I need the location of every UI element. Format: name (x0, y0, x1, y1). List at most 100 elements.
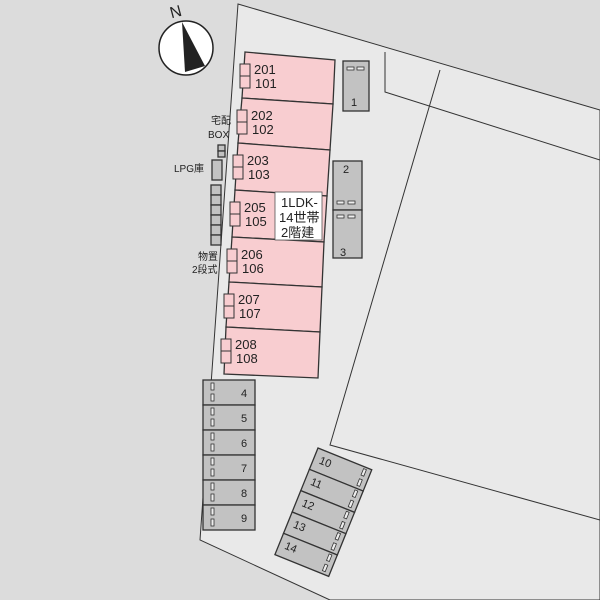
parking-number: 9 (241, 513, 247, 525)
wheel-stop (334, 532, 342, 541)
wheel-stop (210, 407, 215, 416)
unit-number-lower: 108 (236, 351, 258, 366)
entrance-upper (236, 109, 248, 123)
storage-sheds (210, 184, 222, 246)
wheel-stop (321, 563, 329, 573)
parking-space-14[interactable]: 14 (274, 532, 339, 578)
parking-number: 4 (241, 388, 247, 400)
parking-space-12[interactable]: 12 (291, 489, 356, 535)
delivery-box-label-2: BOX (208, 130, 229, 141)
wheel-stop (356, 66, 365, 71)
parking-number: 3 (340, 247, 346, 259)
wheel-stop (347, 499, 355, 509)
building-info-type: 1LDK- (281, 195, 318, 210)
lot-boundary-east (329, 69, 600, 521)
building-info-households: 14世帯 (279, 210, 319, 225)
storage-shed (210, 224, 222, 236)
entrance-upper (226, 248, 238, 262)
entrance-lower (229, 213, 241, 227)
entrance-lower (239, 75, 251, 89)
parking-number: 14 (283, 540, 299, 556)
wheel-stop (351, 489, 359, 499)
unit-number-lower: 105 (245, 214, 267, 229)
entrance-lower (223, 305, 235, 319)
parking-space-5[interactable]: 5 (202, 404, 256, 431)
building-info-floors: 2階建 (281, 225, 314, 240)
parking-space-7[interactable]: 7 (202, 454, 256, 481)
entrance-upper (220, 338, 232, 352)
parking-space-9[interactable]: 9 (202, 504, 256, 531)
wheel-stop (210, 382, 215, 391)
wheel-stop (326, 553, 333, 563)
parking-number: 1 (351, 97, 357, 109)
parking-space-6[interactable]: 6 (202, 429, 256, 456)
parking-number: 13 (291, 519, 307, 535)
parking-number: 10 (317, 455, 333, 471)
delivery-box-label-1: 宅配 (211, 114, 231, 127)
parking-space-2[interactable]: 2 (332, 160, 363, 211)
wheel-stop (210, 507, 215, 516)
wheel-stop (210, 482, 215, 491)
storage-label-2: 2段式 (192, 263, 218, 276)
wheel-stop (210, 418, 215, 427)
storage-shed (210, 204, 222, 216)
parking-space-8[interactable]: 8 (202, 479, 256, 506)
entrance-upper (239, 63, 251, 77)
parking-space-1[interactable]: 1 (342, 60, 370, 112)
north-compass-icon: N (158, 3, 214, 76)
parking-space-10[interactable]: 10 (308, 447, 373, 492)
parking-space-4[interactable]: 4 (202, 379, 256, 406)
lpg-storage-label: LPG庫 (174, 162, 204, 175)
wheel-stop (210, 443, 215, 452)
entrance-lower (220, 350, 232, 364)
wheel-stop (210, 518, 215, 527)
storage-shed (210, 214, 222, 226)
unit-number-upper: 206 (241, 247, 263, 262)
parking-number: 2 (343, 164, 349, 176)
parking-number: 8 (241, 488, 247, 500)
storage-shed (210, 234, 222, 246)
parking-slot (342, 60, 370, 112)
building: 2011012021022031032051052061062071072081… (220, 51, 336, 379)
parking-space-3[interactable]: 3 (332, 209, 363, 259)
wheel-stop (210, 457, 215, 466)
wheel-stop (360, 468, 367, 477)
entrance-upper (232, 154, 244, 168)
wheel-stop (210, 393, 215, 402)
unit-number-lower: 107 (239, 306, 261, 321)
unit-number-lower: 101 (255, 76, 277, 91)
wheel-stop (347, 200, 356, 205)
parking-number: 7 (241, 463, 247, 475)
wheel-stop (347, 214, 356, 219)
wheel-stop (210, 493, 215, 502)
parking-number: 11 (309, 476, 324, 491)
wheel-stop (356, 478, 363, 487)
wheel-stop (346, 66, 355, 71)
parking-number: 6 (241, 438, 247, 450)
lpg-storage (211, 159, 223, 181)
wheel-stop (336, 200, 345, 205)
wheel-stop (330, 542, 337, 551)
delivery-box (217, 144, 226, 152)
building-info: 1LDK- 14世帯 2階建 (274, 191, 323, 241)
entrance-upper (223, 293, 235, 307)
unit-number-lower: 106 (242, 261, 264, 276)
storage-shed (210, 184, 222, 196)
lot-boundary-north (384, 52, 600, 161)
unit-number-upper: 205 (244, 200, 266, 215)
parking-number: 12 (300, 498, 316, 514)
storage-shed (210, 194, 222, 206)
entrance-lower (236, 121, 248, 135)
storage-label-1: 物置 (198, 250, 218, 263)
unit-number-upper: 203 (247, 153, 269, 168)
wheel-stop (210, 468, 215, 477)
wheel-stop (343, 510, 350, 520)
